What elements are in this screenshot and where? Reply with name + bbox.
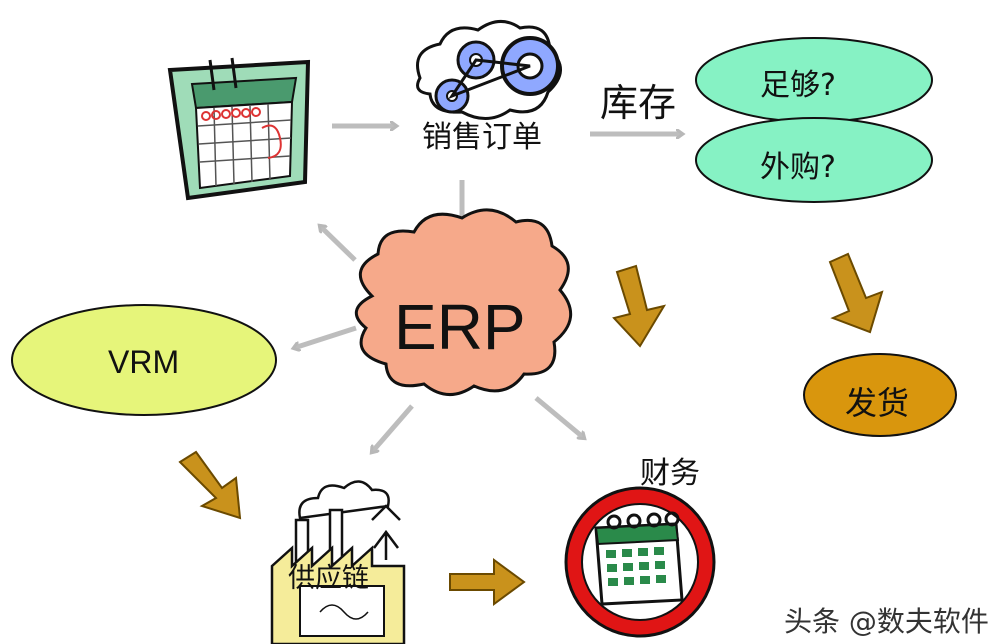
arrow-vrm-to-supply: [178, 450, 242, 520]
purchase-label: 外购?: [760, 150, 836, 185]
sales-order-label: 销售订单: [422, 120, 542, 155]
vrm-label: VRM: [108, 344, 180, 380]
calendar-icon: [167, 57, 311, 201]
ship-label: 发货: [845, 384, 910, 422]
vrm-ellipse: [11, 304, 277, 416]
enough-label: 足够?: [760, 68, 836, 103]
arrow-purchase-to-ship: [828, 252, 884, 334]
erp-label: ERP: [394, 291, 526, 363]
finance-label: 财务: [640, 456, 700, 491]
arrow-erp-to-vrm: [294, 325, 357, 348]
supply-chain-label: 供应链: [288, 563, 369, 594]
decision-purchase: [695, 117, 933, 203]
inventory-label: 库存: [600, 81, 677, 125]
arrow-to-erp-down: [612, 264, 667, 348]
erp-cloud: [355, 208, 573, 396]
watermark: 头条 @数夫软件: [784, 605, 989, 638]
factory-icon: [270, 480, 406, 644]
gears-icon: [416, 20, 562, 120]
arrow-erp-to-supply: [372, 404, 414, 452]
ship-ellipse: [803, 353, 957, 437]
arrow-erp-to-finance: [534, 396, 584, 438]
flow-arrows: [178, 252, 884, 606]
arrow-erp-to-calendar: [320, 226, 357, 262]
arrow-supply-to-finance: [449, 558, 526, 606]
calendar-clock-icon: [564, 486, 716, 638]
